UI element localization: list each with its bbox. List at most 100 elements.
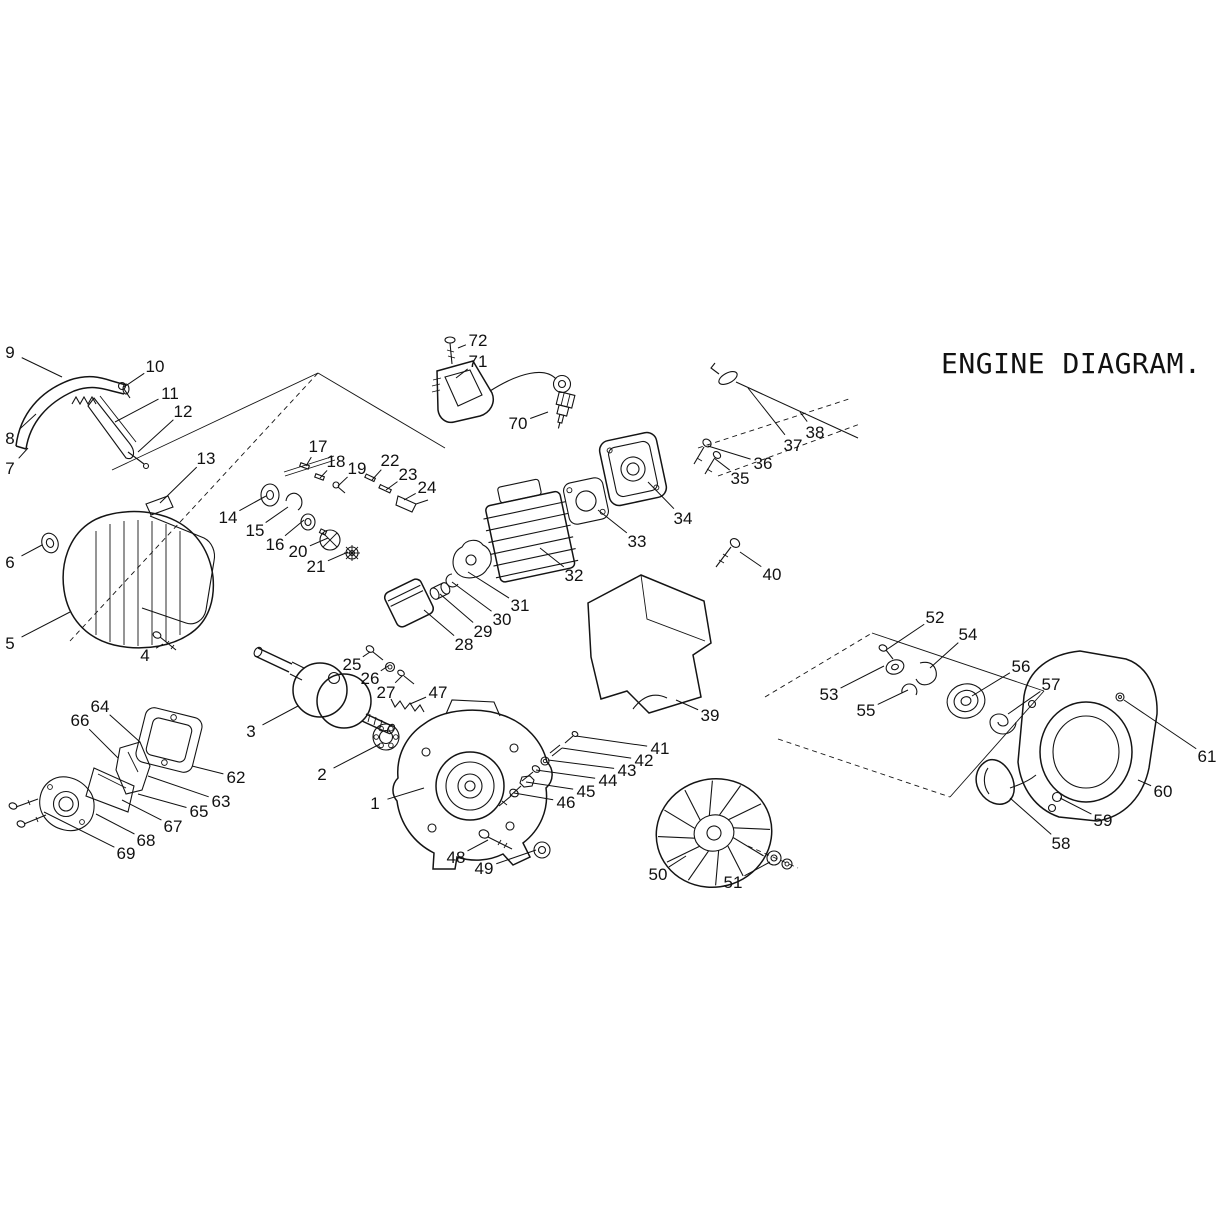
case-fasteners [390, 698, 579, 807]
leader-line-40 [739, 551, 762, 568]
part-label-24: 24 [418, 478, 437, 497]
leader-line-64 [109, 714, 141, 743]
bearing-2 [372, 723, 400, 751]
part-label-57: 57 [1042, 675, 1061, 694]
throttle-trigger [87, 397, 135, 460]
leader-line-29 [439, 593, 474, 623]
flywheel [655, 777, 773, 889]
part-label-6: 6 [5, 553, 14, 572]
part-label-41: 41 [651, 739, 670, 758]
leader-line-51 [744, 861, 771, 877]
part-label-46: 46 [557, 793, 576, 812]
part-label-38: 38 [806, 423, 825, 442]
housing-screw [1115, 692, 1125, 702]
part-label-54: 54 [959, 625, 978, 644]
part-label-65: 65 [190, 802, 209, 821]
leader-line-27 [394, 675, 403, 684]
leader-line-38 [799, 411, 808, 422]
part-label-12: 12 [174, 402, 193, 421]
leader-line-57 [1007, 691, 1041, 715]
leader-line-55 [877, 689, 909, 705]
washer-14 [260, 483, 280, 507]
part-label-63: 63 [212, 792, 231, 811]
coil-screw [444, 336, 456, 344]
leader-line-1 [387, 787, 425, 800]
leader-line-9 [21, 357, 63, 378]
part-label-5: 5 [5, 634, 14, 653]
part-label-27: 27 [377, 683, 396, 702]
leader-line-36 [707, 445, 751, 460]
part-label-66: 66 [71, 711, 90, 730]
leader-line-68 [95, 813, 135, 835]
leader-line-72 [457, 344, 467, 349]
leader-line-60 [1137, 779, 1152, 787]
part-label-56: 56 [1012, 657, 1031, 676]
starter-pawl [915, 661, 937, 686]
piston [383, 578, 435, 628]
diagram-title: ENGINE DIAGRAM. [941, 347, 1201, 380]
crank-bolts [365, 645, 415, 685]
leader-line-63 [147, 775, 209, 798]
part-label-37: 37 [784, 436, 803, 455]
leader-line-10 [123, 372, 145, 388]
part-label-47: 47 [429, 683, 448, 702]
leader-line-3 [262, 705, 299, 726]
part-label-62: 62 [227, 768, 246, 787]
spring-47 [390, 698, 425, 713]
snap-ring-15 [285, 492, 303, 511]
part-label-40: 40 [763, 565, 782, 584]
part-label-52: 52 [926, 608, 945, 627]
part-label-50: 50 [649, 865, 668, 884]
starter-rope [1009, 774, 1037, 789]
part-label-72: 72 [469, 331, 488, 350]
leader-line-21 [327, 551, 349, 562]
coil-body [436, 360, 494, 424]
part-label-16: 16 [266, 535, 285, 554]
starter-washer [885, 659, 905, 675]
part-label-8: 8 [5, 429, 14, 448]
leader-line-71 [455, 368, 469, 379]
part-label-64: 64 [91, 697, 110, 716]
leader-line-32 [539, 547, 565, 568]
part-label-42: 42 [635, 751, 654, 770]
part-label-69: 69 [117, 844, 136, 863]
part-label-44: 44 [599, 771, 618, 790]
leader-line-50 [668, 855, 687, 868]
leader-line-56 [971, 672, 1011, 697]
leader-line-67 [121, 799, 162, 821]
ignition-coil-group [431, 336, 576, 429]
crankshaft [253, 646, 396, 735]
part-label-30: 30 [493, 610, 512, 629]
muffler-cover [62, 495, 216, 649]
circlip [445, 573, 459, 588]
pin-17 [299, 462, 311, 470]
cylinder [483, 478, 579, 583]
flywheel-nut [766, 850, 793, 870]
pawl-spring [901, 683, 918, 696]
part-label-58: 58 [1052, 834, 1071, 853]
throttle-cable [710, 362, 859, 439]
starter-handle [975, 759, 1015, 805]
part-label-48: 48 [447, 848, 466, 867]
part-label-31: 31 [511, 596, 530, 615]
leader-line-7 [18, 447, 29, 459]
leader-line-34 [647, 481, 675, 510]
part-label-14: 14 [219, 508, 238, 527]
plug-wire [489, 372, 557, 392]
leader-line-61 [1123, 699, 1197, 750]
rope-guide [1051, 791, 1063, 803]
recoil-starter-housing [975, 650, 1158, 822]
part-label-2: 2 [317, 765, 326, 784]
leader-line-48 [467, 839, 489, 852]
leader-line-15 [265, 506, 289, 523]
engine-shroud [587, 538, 741, 714]
leader-line-23 [385, 481, 398, 491]
leader-line-59 [1059, 797, 1092, 815]
leader-line-54 [929, 642, 959, 669]
leader-line-5 [21, 611, 71, 638]
part-label-67: 67 [164, 817, 183, 836]
part-label-32: 32 [565, 566, 584, 585]
gasket-33 [563, 477, 609, 525]
leader-line-16 [284, 519, 305, 537]
part-label-34: 34 [674, 509, 693, 528]
